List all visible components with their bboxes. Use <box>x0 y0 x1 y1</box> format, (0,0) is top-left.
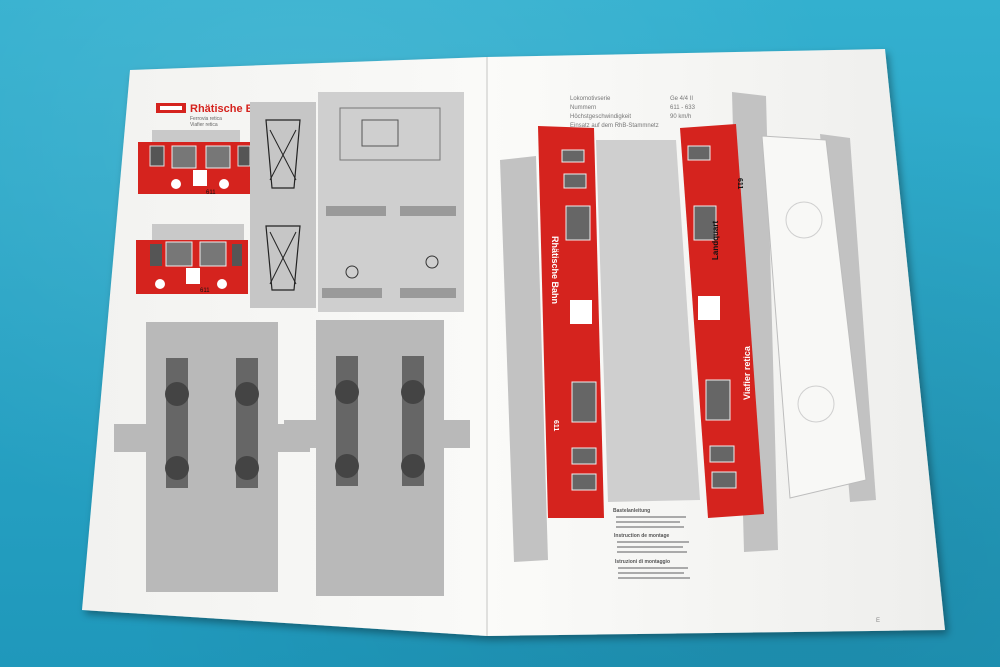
side-name-right: Landquart <box>711 221 720 260</box>
side-strip-left <box>500 156 548 562</box>
front-number-2: 611 <box>200 288 210 294</box>
side-text-left: Rhätische Bahn <box>550 236 560 304</box>
page-number: E <box>876 618 880 624</box>
underframe-part <box>761 135 867 499</box>
spec-label-1: Nummern <box>570 105 596 111</box>
spec-label-2: Höchstgeschwindigkeit <box>570 114 631 120</box>
outline-circle-1 <box>785 201 823 239</box>
spec-value-0: Ge 4/4 II <box>670 96 693 102</box>
instr-heading-it: Istruzioni di montaggio <box>615 559 670 565</box>
outline-circle-2 <box>797 385 835 423</box>
loco-side-left: Rhätische Bahn 611 <box>538 126 604 518</box>
front-number-1: 611 <box>206 190 216 196</box>
brand-subtitle-1: Ferrovia retica <box>190 116 222 122</box>
loco-front-part-2: 611 <box>136 224 248 294</box>
instr-heading-fr: Instruction de montage <box>614 533 670 539</box>
instr-heading-de: Bastelanleitung <box>613 508 650 514</box>
spec-label-0: Lokomotivserie <box>570 96 611 102</box>
roof-detail-panel <box>318 92 464 312</box>
side-text-right: Viafier retica <box>742 345 752 400</box>
spec-table: Lokomotivserie Ge 4/4 II Nummern 611 - 6… <box>570 96 696 129</box>
pantograph-panel <box>250 102 316 308</box>
side-number-left: 611 <box>552 420 559 431</box>
spec-value-2: 90 km/h <box>670 114 691 120</box>
spec-value-1: 611 - 633 <box>670 105 696 111</box>
spec-label-3: Einsatz auf dem RhB-Stammnetz <box>570 123 659 129</box>
loco-side-right: Landquart 611 Viafier retica <box>680 124 764 518</box>
roof-center-panel <box>596 140 700 502</box>
loco-front-part-1: 611 <box>138 130 258 196</box>
brand-subtitle-2: Viafier retica <box>190 122 218 128</box>
side-number-right: 611 <box>736 178 743 189</box>
bogie-part-right <box>284 320 470 596</box>
instructions-block: Bastelanleitung Instruction de montage I… <box>613 508 690 579</box>
rhb-logo <box>156 103 186 113</box>
bogie-part-left <box>114 322 310 592</box>
